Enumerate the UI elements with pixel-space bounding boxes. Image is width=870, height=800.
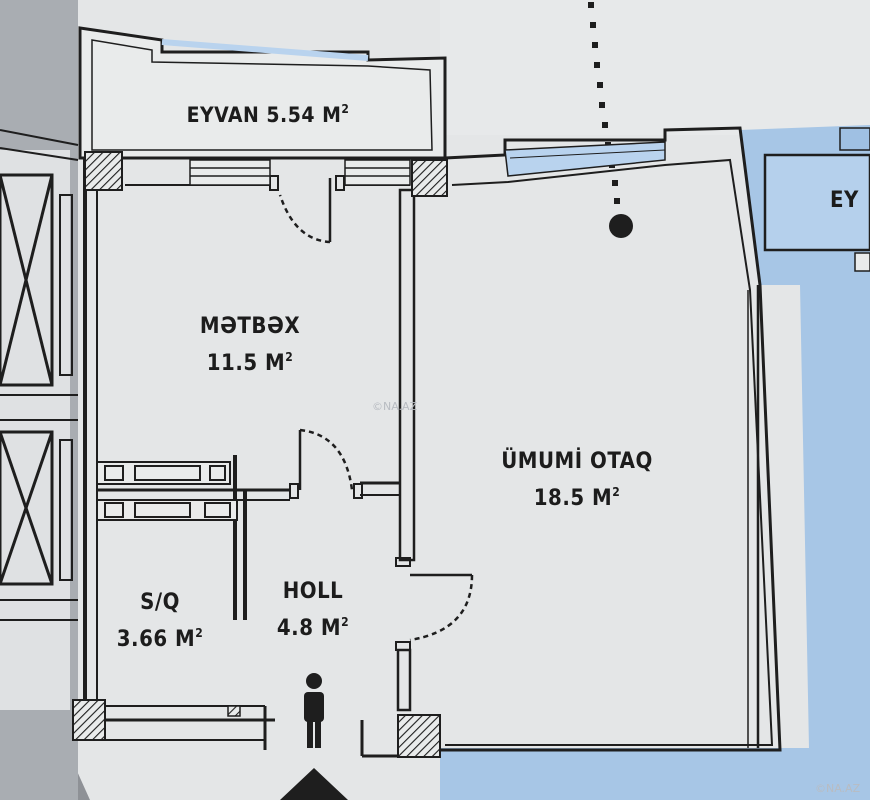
entrance-arrow-icon bbox=[280, 768, 348, 800]
balcony-unit-sup: 2 bbox=[341, 102, 350, 116]
neighbor-balcony-label: EY bbox=[830, 186, 870, 216]
column-marker bbox=[609, 214, 633, 238]
hall-area: 4.8 M bbox=[276, 616, 342, 641]
column-bottom-left bbox=[72, 699, 106, 741]
living-room-label: ÜMUMİ OTAQ 18.5 M2 bbox=[462, 447, 692, 514]
bathroom-name: S/Q bbox=[140, 590, 180, 615]
hall-label: HOLL 4.8 M2 bbox=[258, 577, 368, 644]
kitchen-area: 11.5 M bbox=[206, 351, 286, 376]
balcony-name: EYVAN bbox=[186, 103, 260, 127]
column-bottom-mid bbox=[397, 714, 441, 758]
bathroom-label: S/Q 3.66 M2 bbox=[100, 588, 220, 655]
neighbor-balcony bbox=[763, 153, 870, 252]
watermark-center: ©NA.AZ bbox=[372, 400, 418, 413]
balcony-window bbox=[161, 39, 369, 61]
column-top-left bbox=[84, 151, 123, 191]
bathroom-area: 3.66 M bbox=[116, 627, 196, 652]
kitchen-window bbox=[189, 159, 411, 186]
living-room-name: ÜMUMİ OTAQ bbox=[501, 449, 653, 474]
watermark-corner: ©NA.AZ bbox=[815, 782, 861, 795]
hall-unit-sup: 2 bbox=[341, 615, 350, 629]
living-window bbox=[504, 141, 666, 177]
neighbor-unit bbox=[740, 125, 870, 800]
kitchen-name: MƏTBƏX bbox=[199, 314, 301, 339]
kitchen-unit-sup: 2 bbox=[285, 350, 294, 364]
kitchen-label: MƏTBƏX 11.5 M2 bbox=[180, 312, 320, 379]
bathroom-fixtures bbox=[96, 461, 238, 521]
balcony-area: 5.54 M bbox=[266, 103, 342, 127]
outer-area bbox=[440, 0, 870, 135]
bathroom-unit-sup: 2 bbox=[195, 626, 204, 640]
column-top-mid bbox=[411, 159, 448, 197]
balcony-label: EYVAN 5.54 M2 bbox=[168, 94, 368, 130]
hall-name: HOLL bbox=[282, 579, 344, 604]
door-swings bbox=[278, 178, 474, 642]
person-icon bbox=[304, 673, 324, 748]
paper-sheet bbox=[62, 0, 870, 800]
neighbor-balcony-name: EY bbox=[830, 188, 859, 213]
living-room-area: 18.5 M bbox=[533, 486, 613, 511]
living-room-unit-sup: 2 bbox=[612, 485, 621, 499]
left-shaft-lower bbox=[0, 430, 73, 586]
left-shaft-upper bbox=[0, 173, 73, 387]
